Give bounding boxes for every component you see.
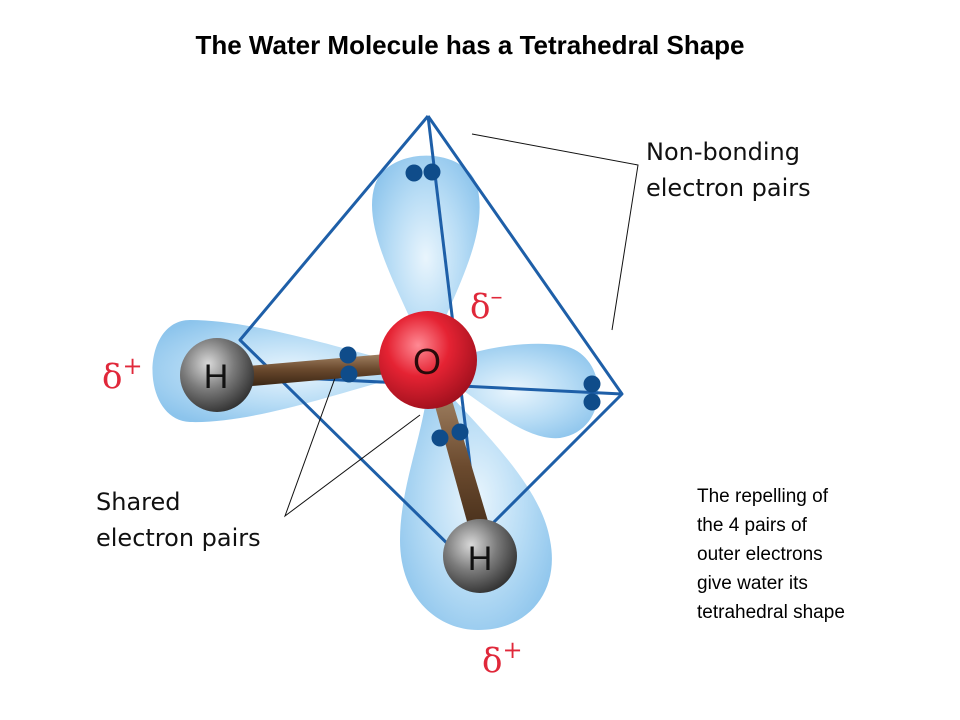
hydrogen-bottom-label: H bbox=[468, 540, 493, 578]
electron-shared-bottom-2 bbox=[451, 423, 469, 441]
leader-line-shared bbox=[283, 377, 421, 518]
note-line-1: The repelling of bbox=[697, 486, 828, 507]
electron-shared-left-1 bbox=[339, 346, 357, 364]
charge-delta-minus: δ– bbox=[470, 282, 502, 327]
bonds bbox=[248, 352, 496, 554]
note-line-2: the 4 pairs of bbox=[697, 515, 807, 536]
electron-nonbonding-top-1 bbox=[405, 164, 423, 182]
electron-nonbonding-right-1 bbox=[583, 375, 601, 393]
note-line-3: outer electrons bbox=[697, 544, 823, 565]
nonbonding-label-line-1: Non-bonding bbox=[646, 138, 800, 166]
note-line-4: give water its bbox=[697, 573, 808, 594]
note-line-5: tetrahedral shape bbox=[697, 602, 845, 623]
electron-pairs bbox=[339, 163, 601, 447]
atoms: O H H bbox=[180, 311, 517, 593]
electron-shared-bottom-1 bbox=[431, 429, 449, 447]
hydrogen-atom-bottom bbox=[443, 519, 517, 593]
oxygen-atom bbox=[379, 311, 477, 409]
hydrogen-left-label: H bbox=[204, 358, 229, 396]
leader-lines bbox=[283, 133, 639, 518]
bond-o-h-left bbox=[248, 352, 412, 386]
electron-nonbonding-right-2 bbox=[583, 393, 601, 411]
nonbonding-electron-pairs-label: Non-bonding electron pairs bbox=[646, 134, 811, 206]
bond-o-h-bottom bbox=[430, 380, 496, 554]
slide-title: The Water Molecule has a Tetrahedral Sha… bbox=[195, 30, 745, 60]
explanation-note: The repelling of the 4 pairs of outer el… bbox=[697, 482, 927, 627]
nonbonding-label-line-2: electron pairs bbox=[646, 174, 811, 202]
electron-nonbonding-top-2 bbox=[423, 163, 441, 181]
hydrogen-atom-left bbox=[180, 338, 254, 412]
shared-label-line-2: electron pairs bbox=[96, 524, 261, 552]
orbital-lobe-top bbox=[372, 155, 480, 360]
shared-electron-pairs-label: Shared electron pairs bbox=[96, 484, 261, 556]
leader-line-nonbonding bbox=[471, 133, 639, 331]
electron-shared-left-2 bbox=[340, 365, 358, 383]
charge-delta-plus-bottom: δ+ bbox=[482, 636, 523, 681]
shared-label-line-1: Shared bbox=[96, 488, 181, 516]
oxygen-label: O bbox=[413, 341, 441, 382]
charge-delta-plus-left: δ+ bbox=[102, 352, 143, 397]
partial-charges: δ– δ+ δ+ bbox=[102, 282, 523, 681]
